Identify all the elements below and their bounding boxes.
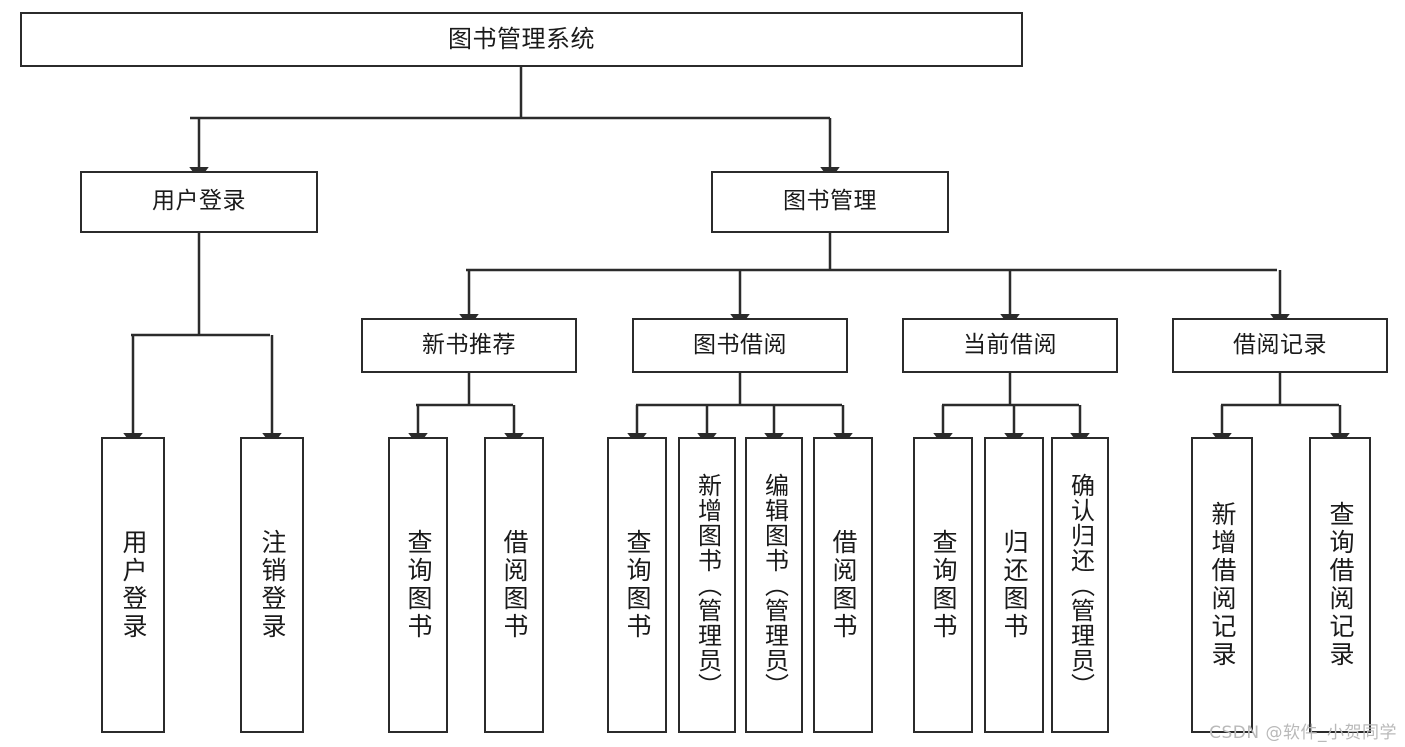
leaf-cur-confirm[interactable]: 确认归还（管理员） (1051, 437, 1109, 733)
node-label: 图书管理 (783, 188, 877, 215)
leaf-borrow-query[interactable]: 查询图书 (607, 437, 667, 733)
node-label: 查询借阅记录 (1326, 501, 1355, 669)
node-label: 归还图书 (1000, 529, 1029, 641)
node-user-login[interactable]: 用户登录 (80, 171, 318, 233)
node-label: 查询图书 (623, 529, 652, 641)
node-label: 图书管理系统 (448, 25, 595, 54)
node-label: 确认归还（管理员） (1066, 472, 1095, 698)
leaf-rec-query2[interactable]: 查询借阅记录 (1309, 437, 1371, 733)
node-borrow-record[interactable]: 借阅记录 (1172, 318, 1388, 373)
node-label: 查询图书 (404, 529, 433, 641)
node-new-book-rec[interactable]: 新书推荐 (361, 318, 577, 373)
node-label: 新增图书（管理员） (693, 472, 722, 698)
node-root[interactable]: 图书管理系统 (20, 12, 1023, 67)
leaf-cur-query[interactable]: 查询图书 (913, 437, 973, 733)
leaf-rec-add[interactable]: 新增借阅记录 (1191, 437, 1253, 733)
node-current-borrow[interactable]: 当前借阅 (902, 318, 1118, 373)
leaf-borrow-edit[interactable]: 编辑图书（管理员） (745, 437, 803, 733)
leaf-user-login[interactable]: 用户登录 (101, 437, 165, 733)
leaf-borrow-lend[interactable]: 借阅图书 (813, 437, 873, 733)
leaf-borrow-add[interactable]: 新增图书（管理员） (678, 437, 736, 733)
node-book-borrow[interactable]: 图书借阅 (632, 318, 848, 373)
node-label: 图书借阅 (693, 331, 787, 358)
leaf-rec-borrow[interactable]: 借阅图书 (484, 437, 544, 733)
node-label: 查询图书 (929, 529, 958, 641)
node-label: 编辑图书（管理员） (760, 472, 789, 698)
node-label: 新书推荐 (422, 331, 516, 358)
csdn-watermark: CSDN @软件_小贺同学 (1209, 723, 1397, 743)
node-label: 借阅图书 (829, 529, 858, 641)
node-label: 借阅记录 (1233, 331, 1327, 358)
node-label: 当前借阅 (963, 331, 1057, 358)
node-label: 用户登录 (119, 529, 148, 641)
node-label: 借阅图书 (500, 529, 529, 641)
node-label: 新增借阅记录 (1208, 501, 1237, 669)
node-book-manage[interactable]: 图书管理 (711, 171, 949, 233)
leaf-rec-query[interactable]: 查询图书 (388, 437, 448, 733)
leaf-cur-return[interactable]: 归还图书 (984, 437, 1044, 733)
leaf-user-logout[interactable]: 注销登录 (240, 437, 304, 733)
node-label: 注销登录 (258, 529, 287, 641)
node-label: 用户登录 (152, 188, 246, 215)
